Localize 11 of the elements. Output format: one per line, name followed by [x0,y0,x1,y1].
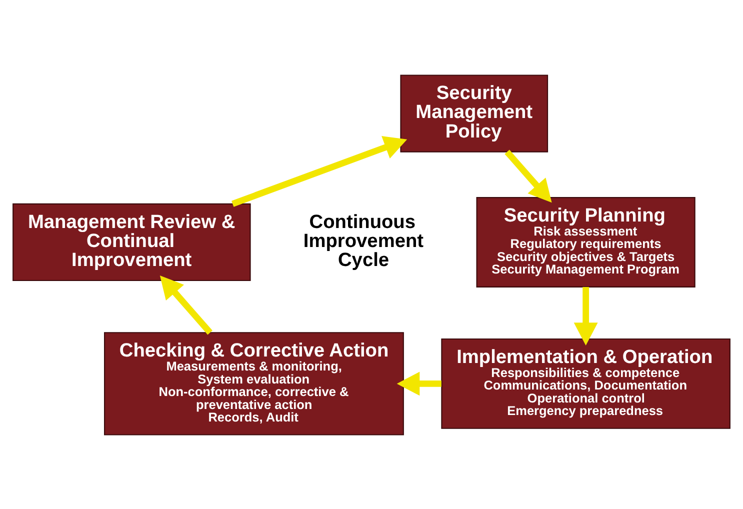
arrow [232,136,408,206]
node-box: Security Management Policy [400,74,548,152]
label: Continuous Improvement Cycle [303,211,424,271]
arrow [396,371,442,396]
node-box: Security Planning Risk assessment Regulatory requirements Security objectives & Targets Security Management Program [476,196,696,287]
arrow [504,149,552,202]
arrow [160,274,212,334]
node-box: Checking & Corrective Action Measurements & monitoring, System evaluation Non-conformance, corrective & preventative action Records, Audit [104,332,404,435]
arrow [574,286,598,345]
node-box: Management Review & Continual Improvement [12,202,251,281]
node-box: Implementation & Operation Responsibilities & competence Communications, Documentation Operational control Emergency preparedness [441,338,730,428]
